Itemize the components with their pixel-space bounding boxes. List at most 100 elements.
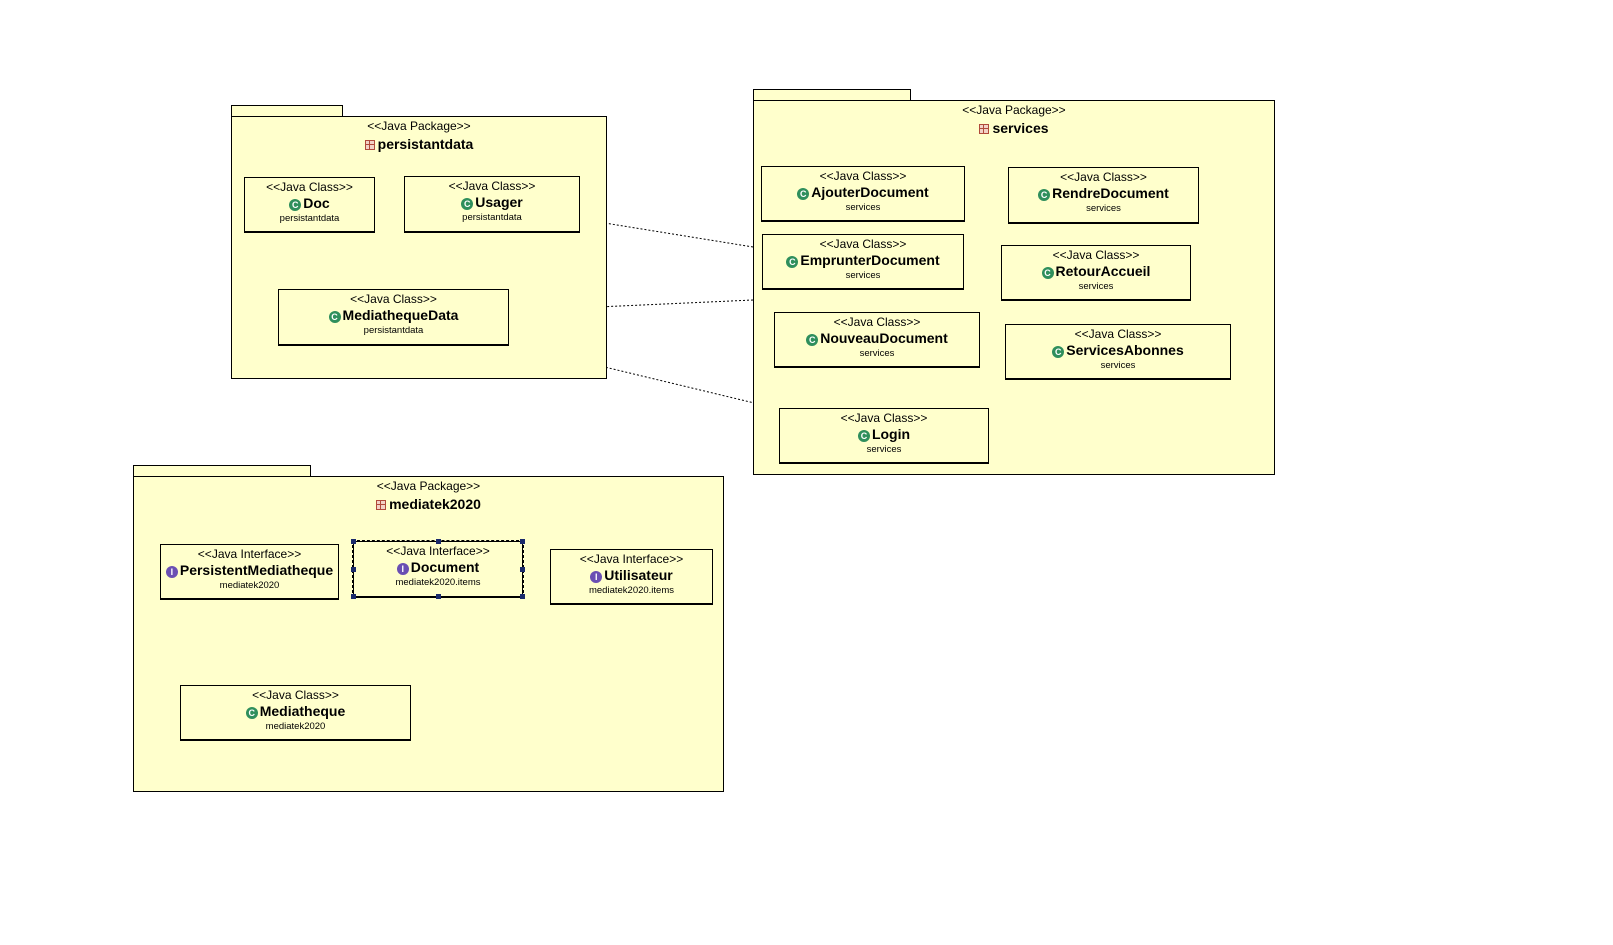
class-stereotype: <<Java Interface>> <box>579 552 684 566</box>
package-tab <box>753 89 911 101</box>
class-name: ServicesAbonnes <box>1066 342 1184 358</box>
class-icon: C <box>289 199 302 211</box>
package-stereotype: <<Java Package>> <box>367 119 471 133</box>
dependency-edge[interactable] <box>509 299 754 311</box>
class-package: mediatek2020.items <box>395 577 481 588</box>
resize-handle[interactable] <box>351 539 356 544</box>
class-stereotype: <<Java Class>> <box>252 688 339 702</box>
class-stereotype: <<Java Class>> <box>819 237 907 251</box>
class-package: services <box>1100 360 1136 371</box>
class-stereotype: <<Java Class>> <box>1074 327 1162 341</box>
class-package: services <box>1078 281 1114 292</box>
class-stereotype: <<Java Class>> <box>448 179 536 193</box>
package-name-row: services <box>754 120 1274 136</box>
class-package: mediatek2020 <box>265 721 326 732</box>
class-name: NouveauDocument <box>820 330 948 346</box>
class-name: EmprunterDocument <box>800 252 940 268</box>
package-tab <box>133 465 311 477</box>
resize-handle[interactable] <box>436 539 441 544</box>
class-stereotype: <<Java Interface>> <box>386 544 490 558</box>
class-icon: C <box>857 430 870 442</box>
class-package: services <box>859 348 895 359</box>
class-name: Login <box>871 426 911 442</box>
class-package: persistantdata <box>279 213 340 224</box>
resize-handle[interactable] <box>520 594 525 599</box>
class-icon: C <box>797 188 810 200</box>
class-package: persistantdata <box>462 212 522 223</box>
class-stereotype: <<Java Interface>> <box>197 547 302 561</box>
package-mediatek2020[interactable]: <<Java Package>> mediatek2020 <box>133 476 724 792</box>
class-package: mediatek2020 <box>219 580 280 591</box>
resize-handle[interactable] <box>351 594 356 599</box>
class-icon: C <box>1038 189 1051 201</box>
class-name: Document <box>410 559 480 575</box>
package-name-row: mediatek2020 <box>134 496 723 512</box>
package-icon <box>364 140 375 150</box>
resize-handle[interactable] <box>520 567 525 572</box>
class-stereotype: <<Java Class>> <box>833 315 921 329</box>
class-package: mediatek2020.items <box>588 585 675 596</box>
resize-handle[interactable] <box>520 539 525 544</box>
class-name: Mediatheque <box>259 703 346 719</box>
class-package: services <box>866 444 902 455</box>
class-name: RetourAccueil <box>1055 263 1151 279</box>
class-name: MediathequeData <box>342 307 459 323</box>
class-icon: C <box>786 256 799 268</box>
class-stereotype: <<Java Class>> <box>840 411 928 425</box>
class-name: RendreDocument <box>1052 185 1169 201</box>
class-stereotype: <<Java Class>> <box>266 180 353 194</box>
class-stereotype: <<Java Class>> <box>1060 170 1147 184</box>
interface-icon: I <box>396 563 409 575</box>
class-package: persistantdata <box>363 325 424 336</box>
package-name: mediatek2020 <box>389 496 481 512</box>
package-name-row: persistantdata <box>232 136 606 152</box>
resize-handle[interactable] <box>436 594 441 599</box>
class-name: PersistentMediatheque <box>179 562 334 578</box>
class-icon: C <box>1052 346 1065 358</box>
class-stereotype: <<Java Class>> <box>819 169 907 183</box>
class-package: services <box>1086 203 1121 214</box>
class-stereotype: <<Java Class>> <box>350 292 437 306</box>
class-stereotype: <<Java Class>> <box>1052 248 1140 262</box>
class-name: AjouterDocument <box>811 184 929 200</box>
package-stereotype: <<Java Package>> <box>962 103 1066 117</box>
class-name: Doc <box>303 195 330 211</box>
dependency-edge[interactable] <box>509 344 776 409</box>
interface-icon: I <box>590 571 603 583</box>
class-icon: C <box>461 198 474 210</box>
class-icon: C <box>806 334 819 346</box>
resize-handle[interactable] <box>351 567 356 572</box>
class-icon: C <box>245 707 258 719</box>
package-name: persistantdata <box>377 136 474 152</box>
package-stereotype: <<Java Package>> <box>376 479 481 493</box>
dependency-edge[interactable] <box>580 219 754 248</box>
class-name: Utilisateur <box>604 567 673 583</box>
